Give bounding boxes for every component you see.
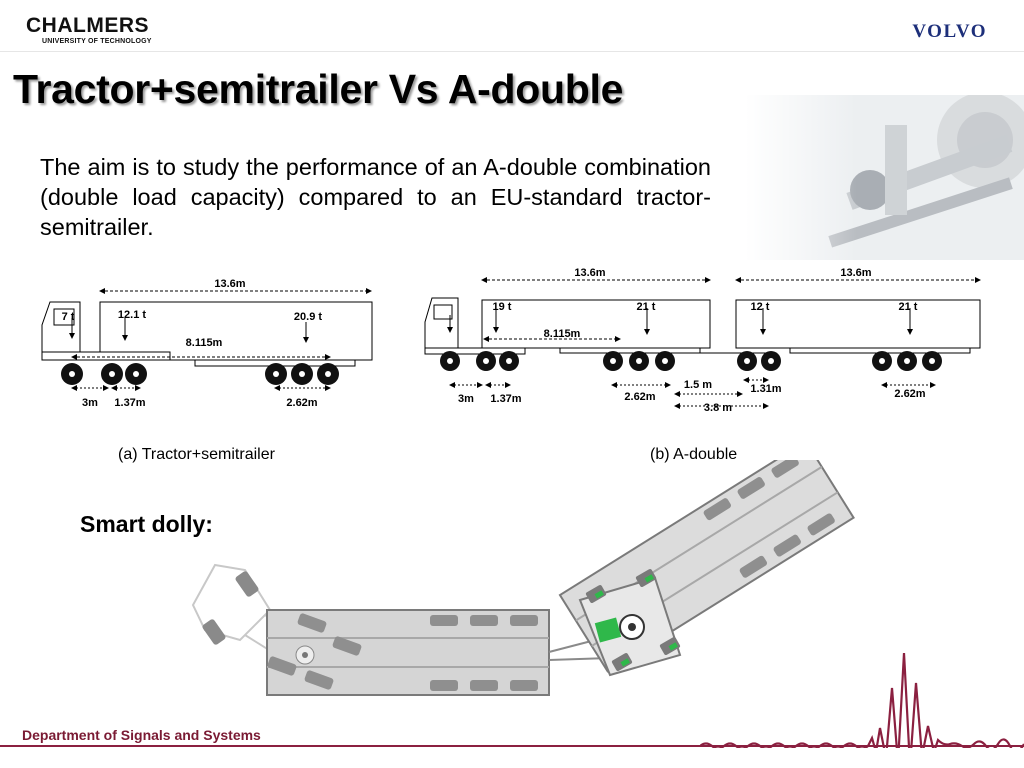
caption-a: (a) Tractor+semitrailer [118,446,276,463]
b-load-trailer-1: 21 t [637,301,656,313]
a-wheelbase: 8.115m [186,337,223,349]
b-spacing-1: 3m [458,393,474,405]
first-trailer-wheels [267,613,538,691]
b-load-drive: 19 t [493,301,512,313]
chassis-photo [745,95,1024,260]
b-wheelbase: 8.115m [544,328,581,340]
intro-paragraph: The aim is to study the performance of a… [40,154,711,240]
b-spacing-5: 3.8 m [704,402,732,414]
b-load-dolly: 12 t [751,301,770,313]
a-double-wheels [440,351,942,371]
a-double-drawing [424,277,981,409]
signal-wave-decoration [700,652,1024,748]
a-spacing-1: 3m [82,397,98,409]
a-load-trailer: 20.9 t [294,311,322,323]
tractor-semitrailer-drawing [41,288,373,391]
chalmers-logo: CHALMERS [26,14,149,37]
a-spacing-2: 1.37m [114,397,145,409]
a-load-drive: 12.1 t [118,309,146,321]
b-spacing-2: 1.37m [490,393,521,405]
chalmers-subtitle: UNIVERSITY OF TECHNOLOGY [42,38,152,45]
slide-title: Tractor+semitrailer Vs A-double [13,66,624,112]
b-length-2: 13.6m [840,267,871,279]
a-load-steer: 7 t [62,311,75,323]
a-length-label: 13.6m [214,278,245,290]
header-divider [0,51,1024,52]
footer-divider [0,745,1024,747]
smart-dolly-label: Smart dolly: [80,511,213,537]
caption-b: (b) A-double [650,446,737,463]
b-spacing-4: 1.5 m [684,379,712,391]
b-load-trailer-2: 21 t [899,301,918,313]
b-length-1: 13.6m [574,267,605,279]
vehicle-comparison-diagram: 13.6m 7 t 12.1 t 20.9 t 8.115m 3m 1.37m … [30,260,1005,470]
tractor-semitrailer-wheels [61,363,339,385]
dolly-unit [578,569,682,677]
b-spacing-7: 2.62m [894,388,925,400]
a-spacing-3: 2.62m [286,397,317,409]
department-label: Department of Signals and Systems [22,727,261,743]
b-spacing-3: 2.62m [624,391,655,403]
volvo-logo: VOLVO [912,21,987,42]
smart-dolly-illustration [191,460,855,696]
b-spacing-6: 1.31m [750,383,781,395]
